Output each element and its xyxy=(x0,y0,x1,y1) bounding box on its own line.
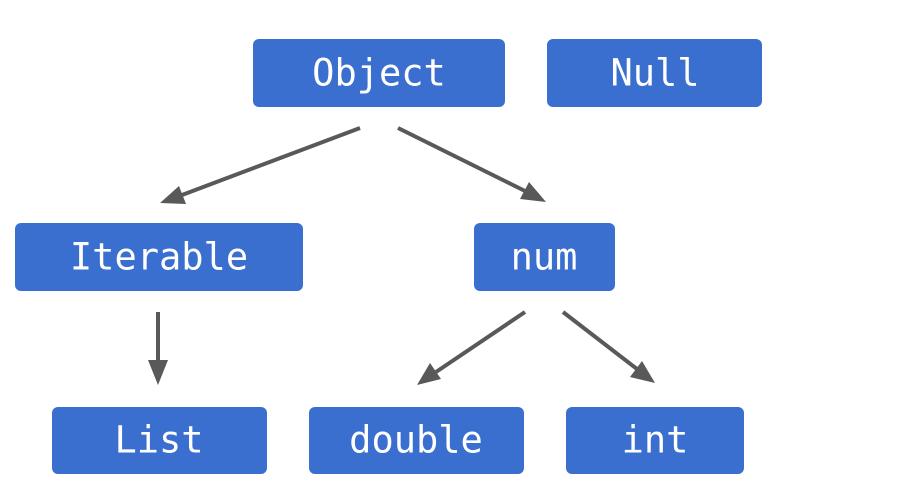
node-int-label: int xyxy=(622,419,689,462)
edge-num-to-double-line xyxy=(434,310,527,374)
edge-object-to-iterable-head xyxy=(160,186,186,204)
edge-iterable-to-list-head xyxy=(148,360,168,385)
edge-iterable-to-list xyxy=(148,312,168,385)
node-list-label: List xyxy=(114,419,203,462)
edge-object-to-iterable-line xyxy=(181,126,361,197)
edge-object-to-num xyxy=(397,126,546,202)
edge-num-to-int-line xyxy=(561,310,639,371)
node-iterable: Iterable xyxy=(15,223,303,291)
node-object-label: Object xyxy=(312,52,446,95)
node-object: Object xyxy=(253,39,505,107)
node-double-box xyxy=(309,407,524,474)
node-int: int xyxy=(566,407,744,474)
node-iterable-box xyxy=(15,223,303,291)
node-num-label: num xyxy=(511,236,578,279)
node-double: double xyxy=(309,407,524,474)
edge-num-to-double-head xyxy=(417,363,441,385)
node-double-label: double xyxy=(349,419,483,462)
node-list-box xyxy=(52,407,267,474)
edge-num-to-int xyxy=(561,310,655,383)
edge-object-to-num-head xyxy=(520,182,546,202)
node-null: Null xyxy=(547,39,762,107)
node-iterable-label: Iterable xyxy=(70,236,248,279)
node-list: List xyxy=(52,407,267,474)
edge-object-to-num-line xyxy=(397,126,526,193)
node-null-label: Null xyxy=(610,52,699,95)
node-num: num xyxy=(474,223,615,291)
edge-num-to-double xyxy=(417,310,527,385)
edge-num-to-int-head xyxy=(630,361,655,383)
node-null-box xyxy=(547,39,762,107)
edge-object-to-iterable xyxy=(160,126,361,204)
node-int-box xyxy=(566,407,744,474)
node-object-box xyxy=(253,39,505,107)
node-num-box xyxy=(474,223,615,291)
